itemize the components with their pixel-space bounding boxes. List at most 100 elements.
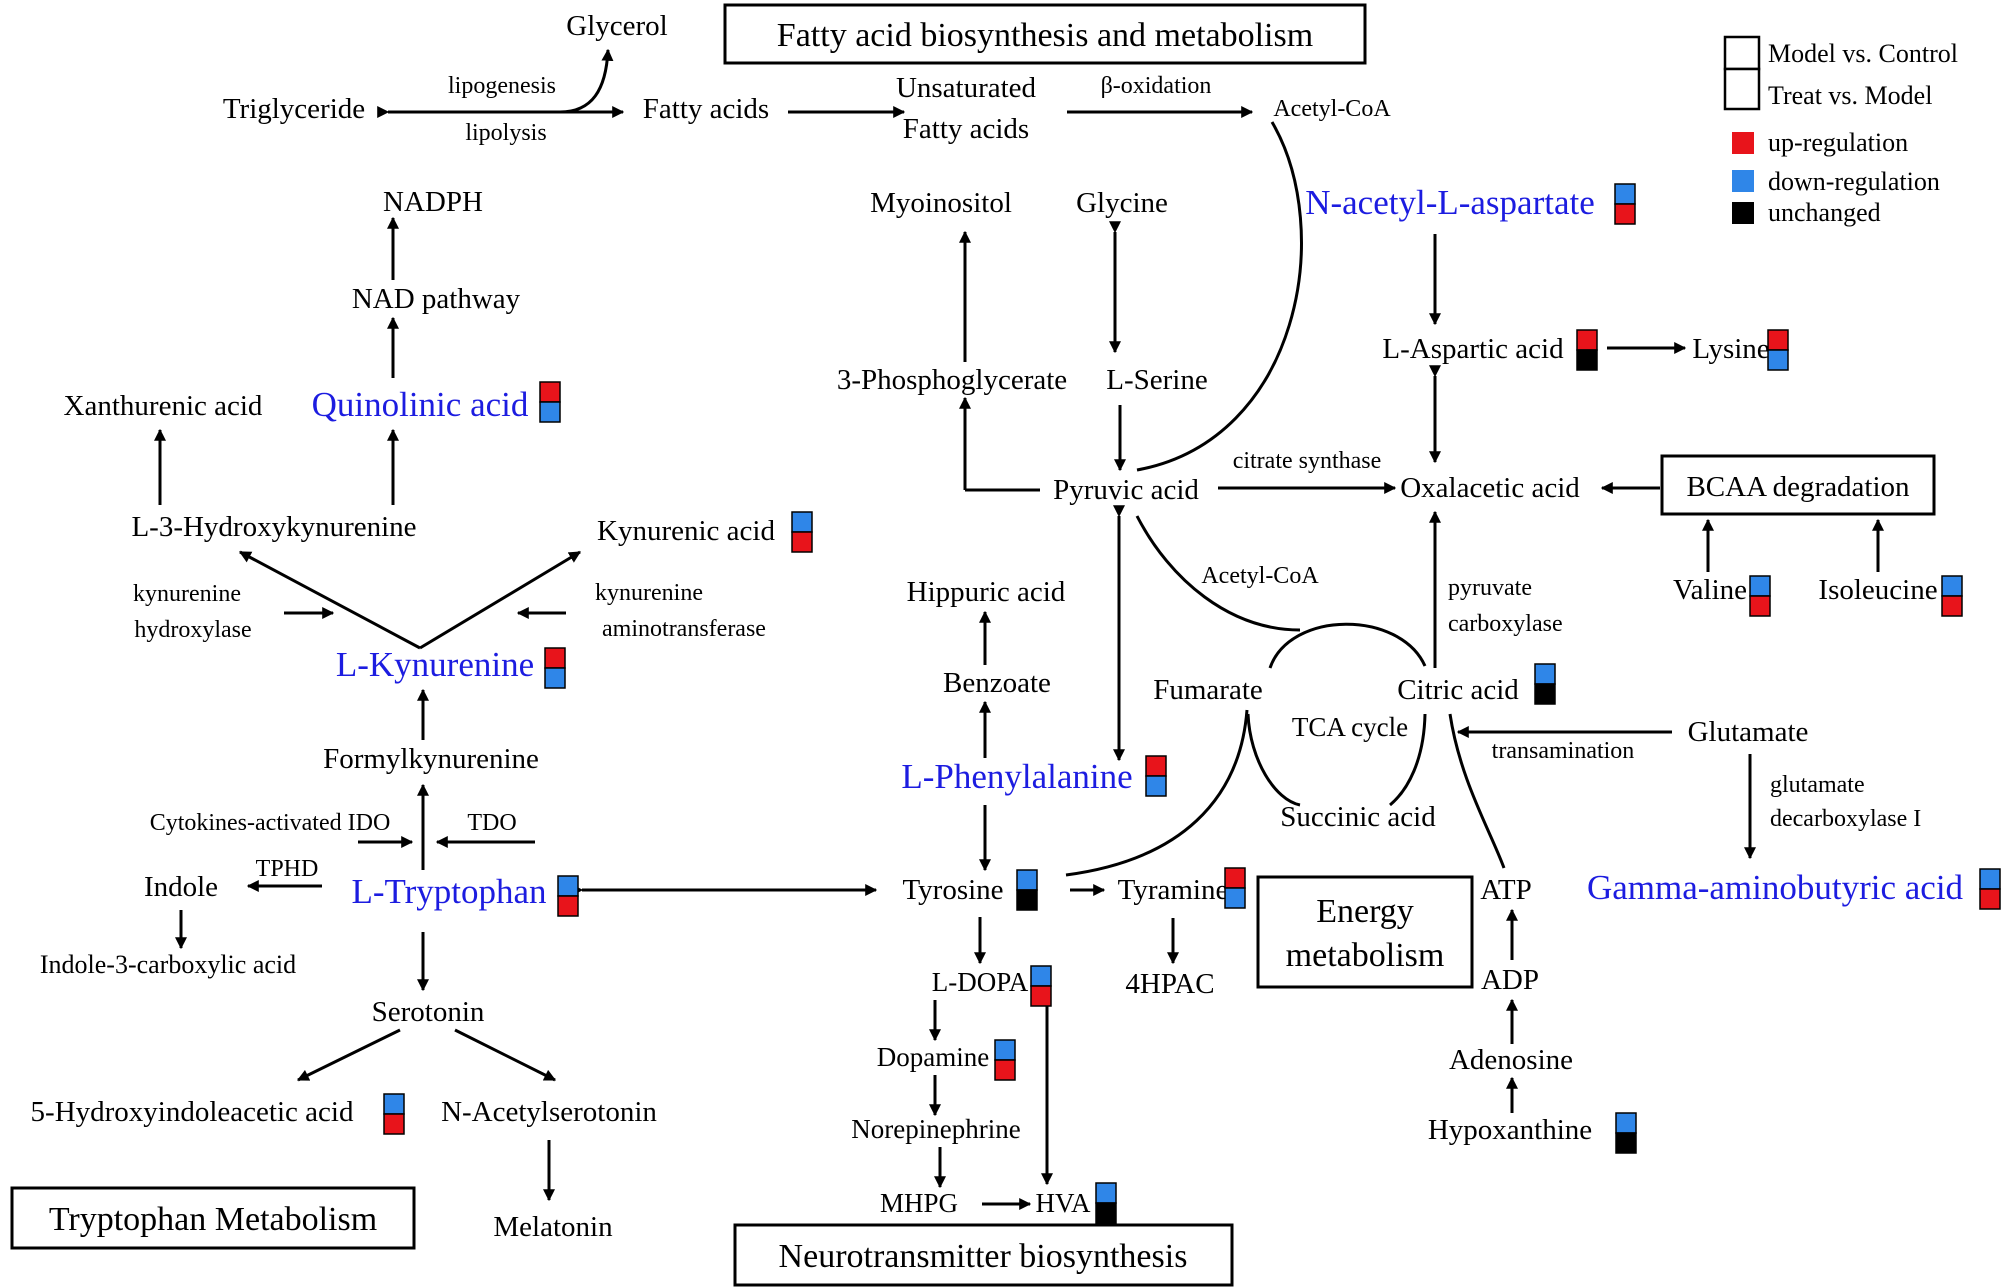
kynurenine-hydroxylase-line2: hydroxylase xyxy=(134,617,251,643)
fatty-acids-label: Fatty acids xyxy=(643,93,769,125)
benzoate-label: Benzoate xyxy=(943,667,1051,699)
serotonin-label: Serotonin xyxy=(372,996,485,1028)
aspartic-label: L-Aspartic acid xyxy=(1382,333,1564,365)
fumarate-label: Fumarate xyxy=(1153,674,1263,706)
quinolinic-regulation-treat-vs-model xyxy=(539,401,561,423)
isoleucine-regulation-treat-vs-model xyxy=(1941,595,1963,617)
nad-pathway-label: NAD pathway xyxy=(352,283,521,315)
lysine-indicator xyxy=(1767,329,1789,371)
quinolinic-label: Quinolinic acid xyxy=(312,385,529,424)
serine-label: L-Serine xyxy=(1106,364,1207,396)
hypoxanthine-indicator xyxy=(1615,1112,1637,1154)
tryptophan-regulation-treat-vs-model xyxy=(557,895,579,917)
pyruvic-label: Pyruvic acid xyxy=(1053,474,1199,506)
ldopa-label: L-DOPA xyxy=(932,967,1029,997)
kynurenine-hydroxylase-line1: kynurenine xyxy=(133,581,241,607)
aspartic-regulation-model-vs-control xyxy=(1576,329,1598,351)
kynurenic-label: Kynurenic acid xyxy=(597,515,775,547)
glutamate-decarboxylase-line2: decarboxylase I xyxy=(1770,806,1921,832)
kynurenine-aminotransferase-line2: aminotransferase xyxy=(602,616,766,642)
unsaturated-label-line2: Fatty acids xyxy=(903,113,1029,145)
acetylserotonin-label: N-Acetylserotonin xyxy=(441,1096,657,1128)
adenosine-label: Adenosine xyxy=(1449,1044,1573,1076)
bcaa-section-box xyxy=(1660,454,1936,516)
indole-label: Indole xyxy=(144,871,218,903)
valine-indicator xyxy=(1749,575,1771,617)
lysine-regulation-model-vs-control xyxy=(1767,329,1789,351)
acetyl-coa-to-pyruvic-curve xyxy=(1136,121,1303,472)
hypoxanthine-label: Hypoxanthine xyxy=(1428,1114,1592,1146)
quinolinic-indicator xyxy=(539,381,561,423)
tca-label: TCA cycle xyxy=(1292,712,1408,742)
tca-left-arc xyxy=(1246,713,1301,807)
tyramine-regulation-treat-vs-model xyxy=(1224,887,1246,909)
serotonin-to-acetylserotonin-arrow xyxy=(454,1028,557,1082)
tca-right-arc xyxy=(1389,713,1427,807)
fatty-acid-section-title: Fatty acid biosynthesis and metabolism xyxy=(777,17,1313,54)
hpac-label: 4HPAC xyxy=(1125,968,1214,1000)
glycerol-label: Glycerol xyxy=(566,10,667,42)
kynurenine-regulation-model-vs-control xyxy=(544,647,566,669)
ldopa-indicator xyxy=(1030,965,1052,1007)
succinic-label: Succinic acid xyxy=(1280,801,1436,833)
dopamine-indicator xyxy=(994,1039,1016,1081)
hydroxykynurenine-label: L-3-Hydroxykynurenine xyxy=(131,511,416,543)
legend-top-square xyxy=(1723,35,1761,71)
aspartic-indicator xyxy=(1576,329,1598,371)
isoleucine-regulation-model-vs-control xyxy=(1941,575,1963,597)
lipolysis-label: lipolysis xyxy=(465,120,546,146)
kynurenine-indicator xyxy=(544,647,566,689)
kynurenine-regulation-treat-vs-model xyxy=(544,667,566,689)
tyrosine-regulation-model-vs-control xyxy=(1016,869,1038,891)
tryptophan-regulation-model-vs-control xyxy=(557,875,579,897)
tyrosine-to-tca-curve xyxy=(1065,709,1249,877)
tyramine-indicator xyxy=(1224,867,1246,909)
hypoxanthine-regulation-treat-vs-model xyxy=(1615,1132,1637,1154)
hva-regulation-treat-vs-model xyxy=(1095,1202,1117,1224)
legend-treat-vs-model: Treat vs. Model xyxy=(1768,81,1932,110)
legend-down-swatch xyxy=(1732,170,1754,192)
tyrosine-label: Tyrosine xyxy=(902,874,1003,906)
triglyceride-label: Triglyceride xyxy=(223,93,365,125)
beta-oxidation-label: β-oxidation xyxy=(1101,73,1212,99)
legend-unchanged-swatch xyxy=(1732,202,1754,224)
valine-regulation-treat-vs-model xyxy=(1749,595,1771,617)
energy-section-box xyxy=(1256,875,1474,989)
kynurenic-indicator xyxy=(791,511,813,553)
acetyl-coa-small-label: Acetyl-CoA xyxy=(1201,563,1319,589)
kynurenic-regulation-treat-vs-model xyxy=(791,531,813,553)
glutamate-label: Glutamate xyxy=(1688,716,1809,748)
dopamine-label: Dopamine xyxy=(877,1042,989,1072)
unsaturated-label-line1: Unsaturated xyxy=(896,72,1037,104)
tryptophan-indicator xyxy=(557,875,579,917)
tdo-label: TDO xyxy=(467,810,516,836)
hiaa-regulation-treat-vs-model xyxy=(383,1113,405,1135)
tca-top-arc xyxy=(1268,622,1427,669)
naa-regulation-treat-vs-model xyxy=(1614,203,1636,225)
ldopa-regulation-model-vs-control xyxy=(1030,965,1052,987)
gaba-label: Gamma-aminobutyric acid xyxy=(1587,868,1964,907)
tca-to-atp-curve xyxy=(1448,713,1506,869)
hiaa-indicator xyxy=(383,1093,405,1135)
kynurenine-to-hydroxykynurenine-arrow xyxy=(238,550,421,650)
oxalacetic-label: Oxalacetic acid xyxy=(1400,472,1580,504)
hiaa-regulation-model-vs-control xyxy=(383,1093,405,1115)
pyruvate-carboxylase-line1: pyruvate xyxy=(1448,575,1532,601)
legend-up-label: up-regulation xyxy=(1768,128,1908,157)
pyruvate-carboxylase-line2: carboxylase xyxy=(1448,611,1563,637)
ldopa-regulation-treat-vs-model xyxy=(1030,985,1052,1007)
naa-label: N-acetyl-L-aspartate xyxy=(1305,183,1595,222)
naa-indicator xyxy=(1614,183,1636,225)
hva-label: HVA xyxy=(1035,1188,1091,1218)
phenylalanine-label: L-Phenylalanine xyxy=(901,757,1132,796)
lysine-label: Lysine xyxy=(1692,333,1769,365)
glycerol-arrow xyxy=(559,48,614,114)
legend-up-swatch xyxy=(1732,132,1754,154)
citrate-synthase-label: citrate synthase xyxy=(1233,448,1382,474)
pyruvic-to-tca-curve xyxy=(1135,515,1301,632)
bcaa-section-title: BCAA degradation xyxy=(1686,471,1910,503)
tryptophan-section-box xyxy=(10,1186,416,1250)
phenylalanine-regulation-model-vs-control xyxy=(1145,755,1167,777)
mhpg-label: MHPG xyxy=(880,1188,958,1218)
